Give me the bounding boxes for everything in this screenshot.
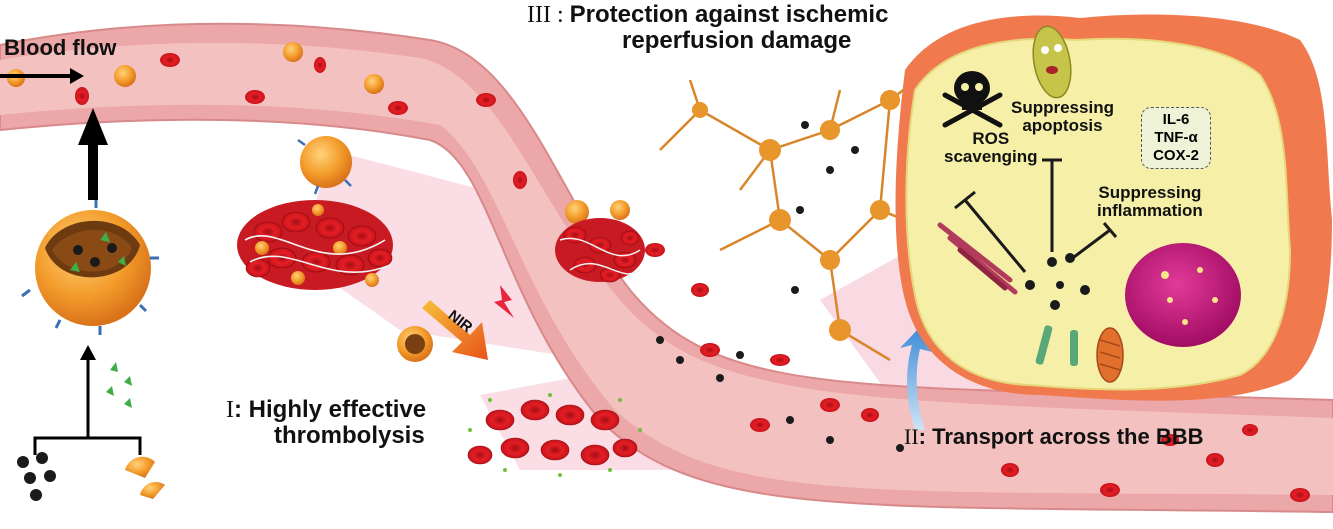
cytokine-tnf: TNF-α (1154, 129, 1198, 146)
stage-i-line2: thrombolysis (274, 422, 425, 450)
assembly-bracket (33, 355, 142, 455)
stage-iii-numeral: III (527, 2, 551, 28)
inflammation-label: Suppressing inflammation (1097, 184, 1203, 220)
nanocarrier-cutaway (21, 200, 159, 335)
bbb-transport-arrow (900, 325, 932, 430)
apoptosis-line1: Suppressing (1011, 98, 1114, 117)
lightning-icon (494, 285, 514, 318)
drug-particles-cell (1025, 253, 1090, 310)
green-organelles (1035, 325, 1078, 366)
thrombus-in-vessel (555, 218, 645, 283)
stage-ii-numeral: II (904, 424, 919, 449)
green-drug-triangles (106, 362, 132, 408)
stage-ii-title: II: Transport across the BBB (904, 424, 1204, 449)
apoptosis-label: Suppressing apoptosis (1011, 99, 1114, 135)
inflammation-line1: Suppressing (1098, 183, 1202, 202)
stage-i-numeral: I (226, 397, 234, 423)
apoptosis-line2: apoptosis (1022, 115, 1103, 135)
ros-line2: scavenging (944, 146, 1038, 166)
nanocarrier-attached (297, 136, 352, 195)
red-blood-cells (75, 53, 1310, 502)
endoplasmic-reticulum (937, 222, 1018, 295)
stage-iii-line1: Protection against ischemic (569, 1, 889, 28)
blood-flow-label: Blood flow (4, 35, 117, 60)
ros-scavenging-label: ROS scavenging (944, 130, 1038, 166)
stage-i-line1: Highly effective (248, 396, 427, 423)
nir-nanocarrier (397, 326, 433, 362)
ros-line1: ROS (972, 129, 1010, 148)
cytokine-box: IL-6 TNF-α COX-2 (1141, 107, 1211, 169)
shell-fragments (125, 456, 165, 499)
cytokine-cox2: COX-2 (1153, 147, 1199, 164)
stage-iii-line2: reperfusion damage (622, 27, 852, 55)
skull-crossbones-icon (942, 71, 1003, 128)
nir-arrow (422, 300, 488, 360)
inhibition-lines (954, 158, 1118, 273)
cytokine-il6: IL-6 (1162, 111, 1190, 128)
thrombus-large (237, 200, 393, 290)
mitochondrion-icon (1096, 327, 1124, 383)
neuron-bodies (692, 90, 900, 341)
lysed-clot (467, 393, 642, 477)
stage-ii-text: Transport across the BBB (932, 424, 1204, 449)
stage-i-title: I: Highly effective thrombolysis (226, 396, 427, 450)
nucleus (1125, 243, 1241, 347)
up-arrow-head (78, 108, 108, 145)
stage-iii-title: III : Protection against ischemic reperf… (527, 1, 889, 55)
bacterium-icon (1032, 25, 1072, 99)
vessel-lumen (0, 42, 1333, 495)
drug-particles-pile (17, 452, 56, 501)
inflammation-line2: inflammation (1097, 200, 1203, 220)
nanocarriers-vessel (7, 42, 630, 224)
